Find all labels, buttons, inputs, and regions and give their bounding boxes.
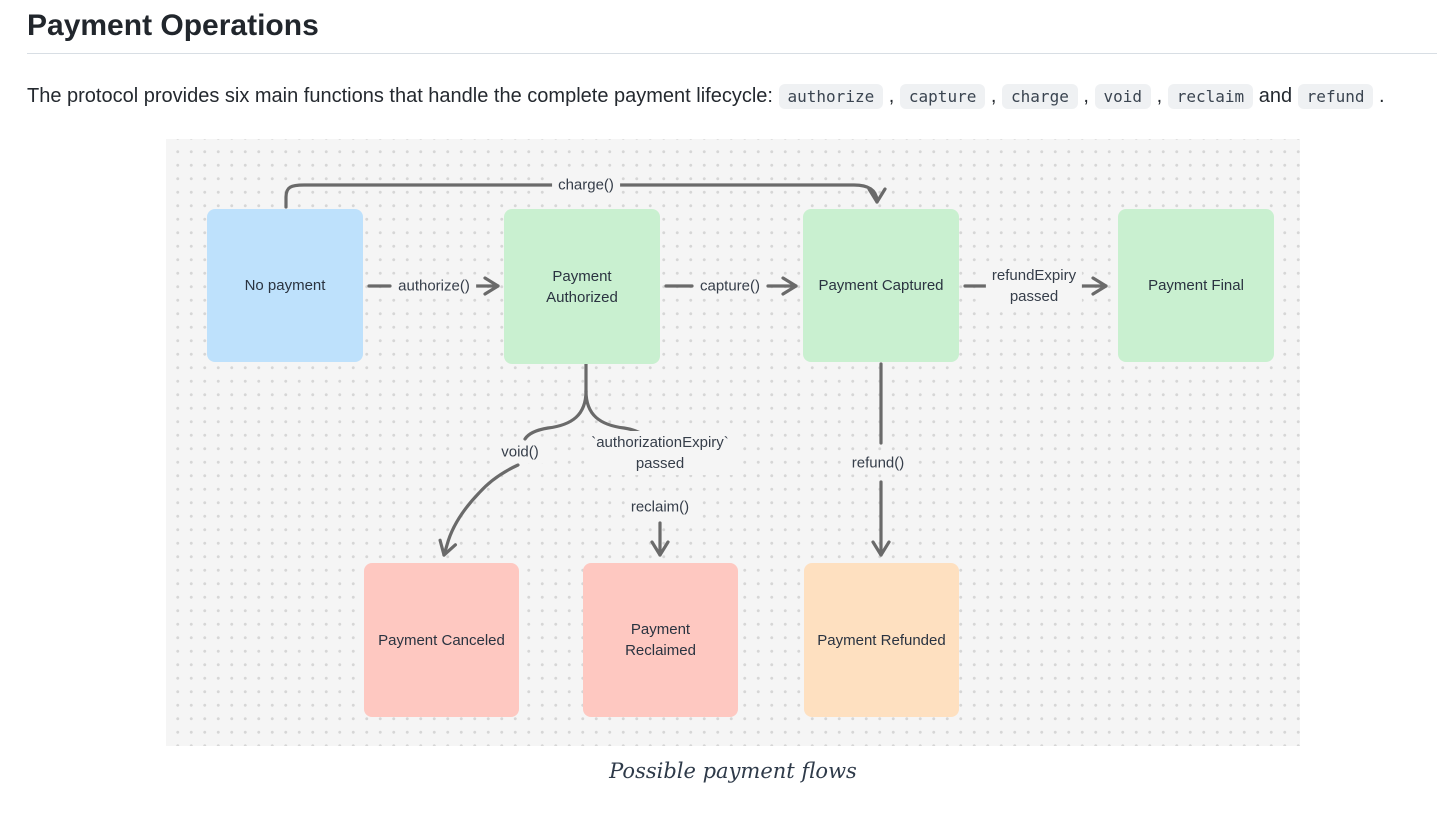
node-label: Payment — [552, 267, 612, 285]
edge-label-authorization-expiry: `authorizationExpiry` passed — [585, 431, 735, 475]
code-reclaim: reclaim — [1167, 84, 1254, 109]
code-authorize: authorize — [778, 84, 884, 109]
doc-page: Payment Operations The protocol provides… — [27, 0, 1437, 783]
node-no-payment: No payment — [207, 209, 363, 362]
separator: , — [1156, 85, 1163, 107]
edge-label-void: void() — [495, 440, 545, 464]
edge-charge-left — [284, 183, 560, 209]
edge-label-line: `authorizationExpiry` — [591, 434, 729, 451]
node-payment-authorized: Payment Authorized — [504, 209, 660, 364]
node-label: Payment Canceled — [378, 631, 505, 649]
separator: , — [990, 85, 997, 107]
node-label: Authorized — [546, 288, 618, 306]
node-label: Payment — [630, 621, 691, 638]
edge-charge-right — [616, 183, 887, 204]
code-void: void — [1094, 84, 1152, 109]
node-payment-captured: Payment Captured — [803, 209, 959, 362]
separator: . — [1379, 85, 1385, 107]
intro-paragraph: The protocol provides six main functions… — [27, 78, 1422, 115]
node-payment-reclaimed: Payment Reclaimed — [583, 563, 738, 717]
edge-label-refund: refund() — [845, 451, 911, 475]
edge-void-lower — [438, 463, 520, 557]
node-payment-refunded: Payment Refunded — [804, 563, 959, 717]
edge-label-line: passed — [1009, 288, 1059, 305]
intro-text: The protocol provides six main functions… — [27, 85, 773, 107]
and-word: and — [1258, 85, 1293, 107]
separator: , — [1083, 85, 1089, 107]
node-label: Reclaimed — [625, 642, 696, 659]
diagram-edges — [284, 183, 1108, 557]
node-payment-canceled: Payment Canceled — [364, 563, 519, 717]
figure-caption: Possible payment flows — [609, 759, 857, 783]
edge-label-line: passed — [635, 455, 685, 472]
edge-label-authorize: authorize() — [392, 274, 476, 298]
edge-label-reclaim: reclaim() — [624, 495, 696, 519]
edge-label-charge: charge() — [552, 173, 620, 197]
edge-void-upper — [523, 389, 588, 441]
separator: , — [888, 85, 895, 107]
payment-flow-diagram: No payment Payment Authorized Payment Ca… — [166, 139, 1300, 746]
page-title: Payment Operations — [27, 0, 1437, 54]
code-refund: refund — [1297, 84, 1374, 109]
edge-label-refund-expiry: refundExpiry passed — [985, 264, 1083, 308]
node-label: No payment — [244, 277, 326, 294]
code-capture: capture — [899, 84, 986, 109]
edge-label-line: refundExpiry — [991, 267, 1077, 284]
node-label: Payment Final — [1148, 277, 1244, 294]
node-label: Payment Refunded — [817, 631, 946, 649]
node-payment-final: Payment Final — [1118, 209, 1274, 362]
edge-label-capture: capture() — [693, 274, 767, 298]
code-charge: charge — [1002, 84, 1078, 109]
node-label: Payment Captured — [818, 277, 944, 294]
